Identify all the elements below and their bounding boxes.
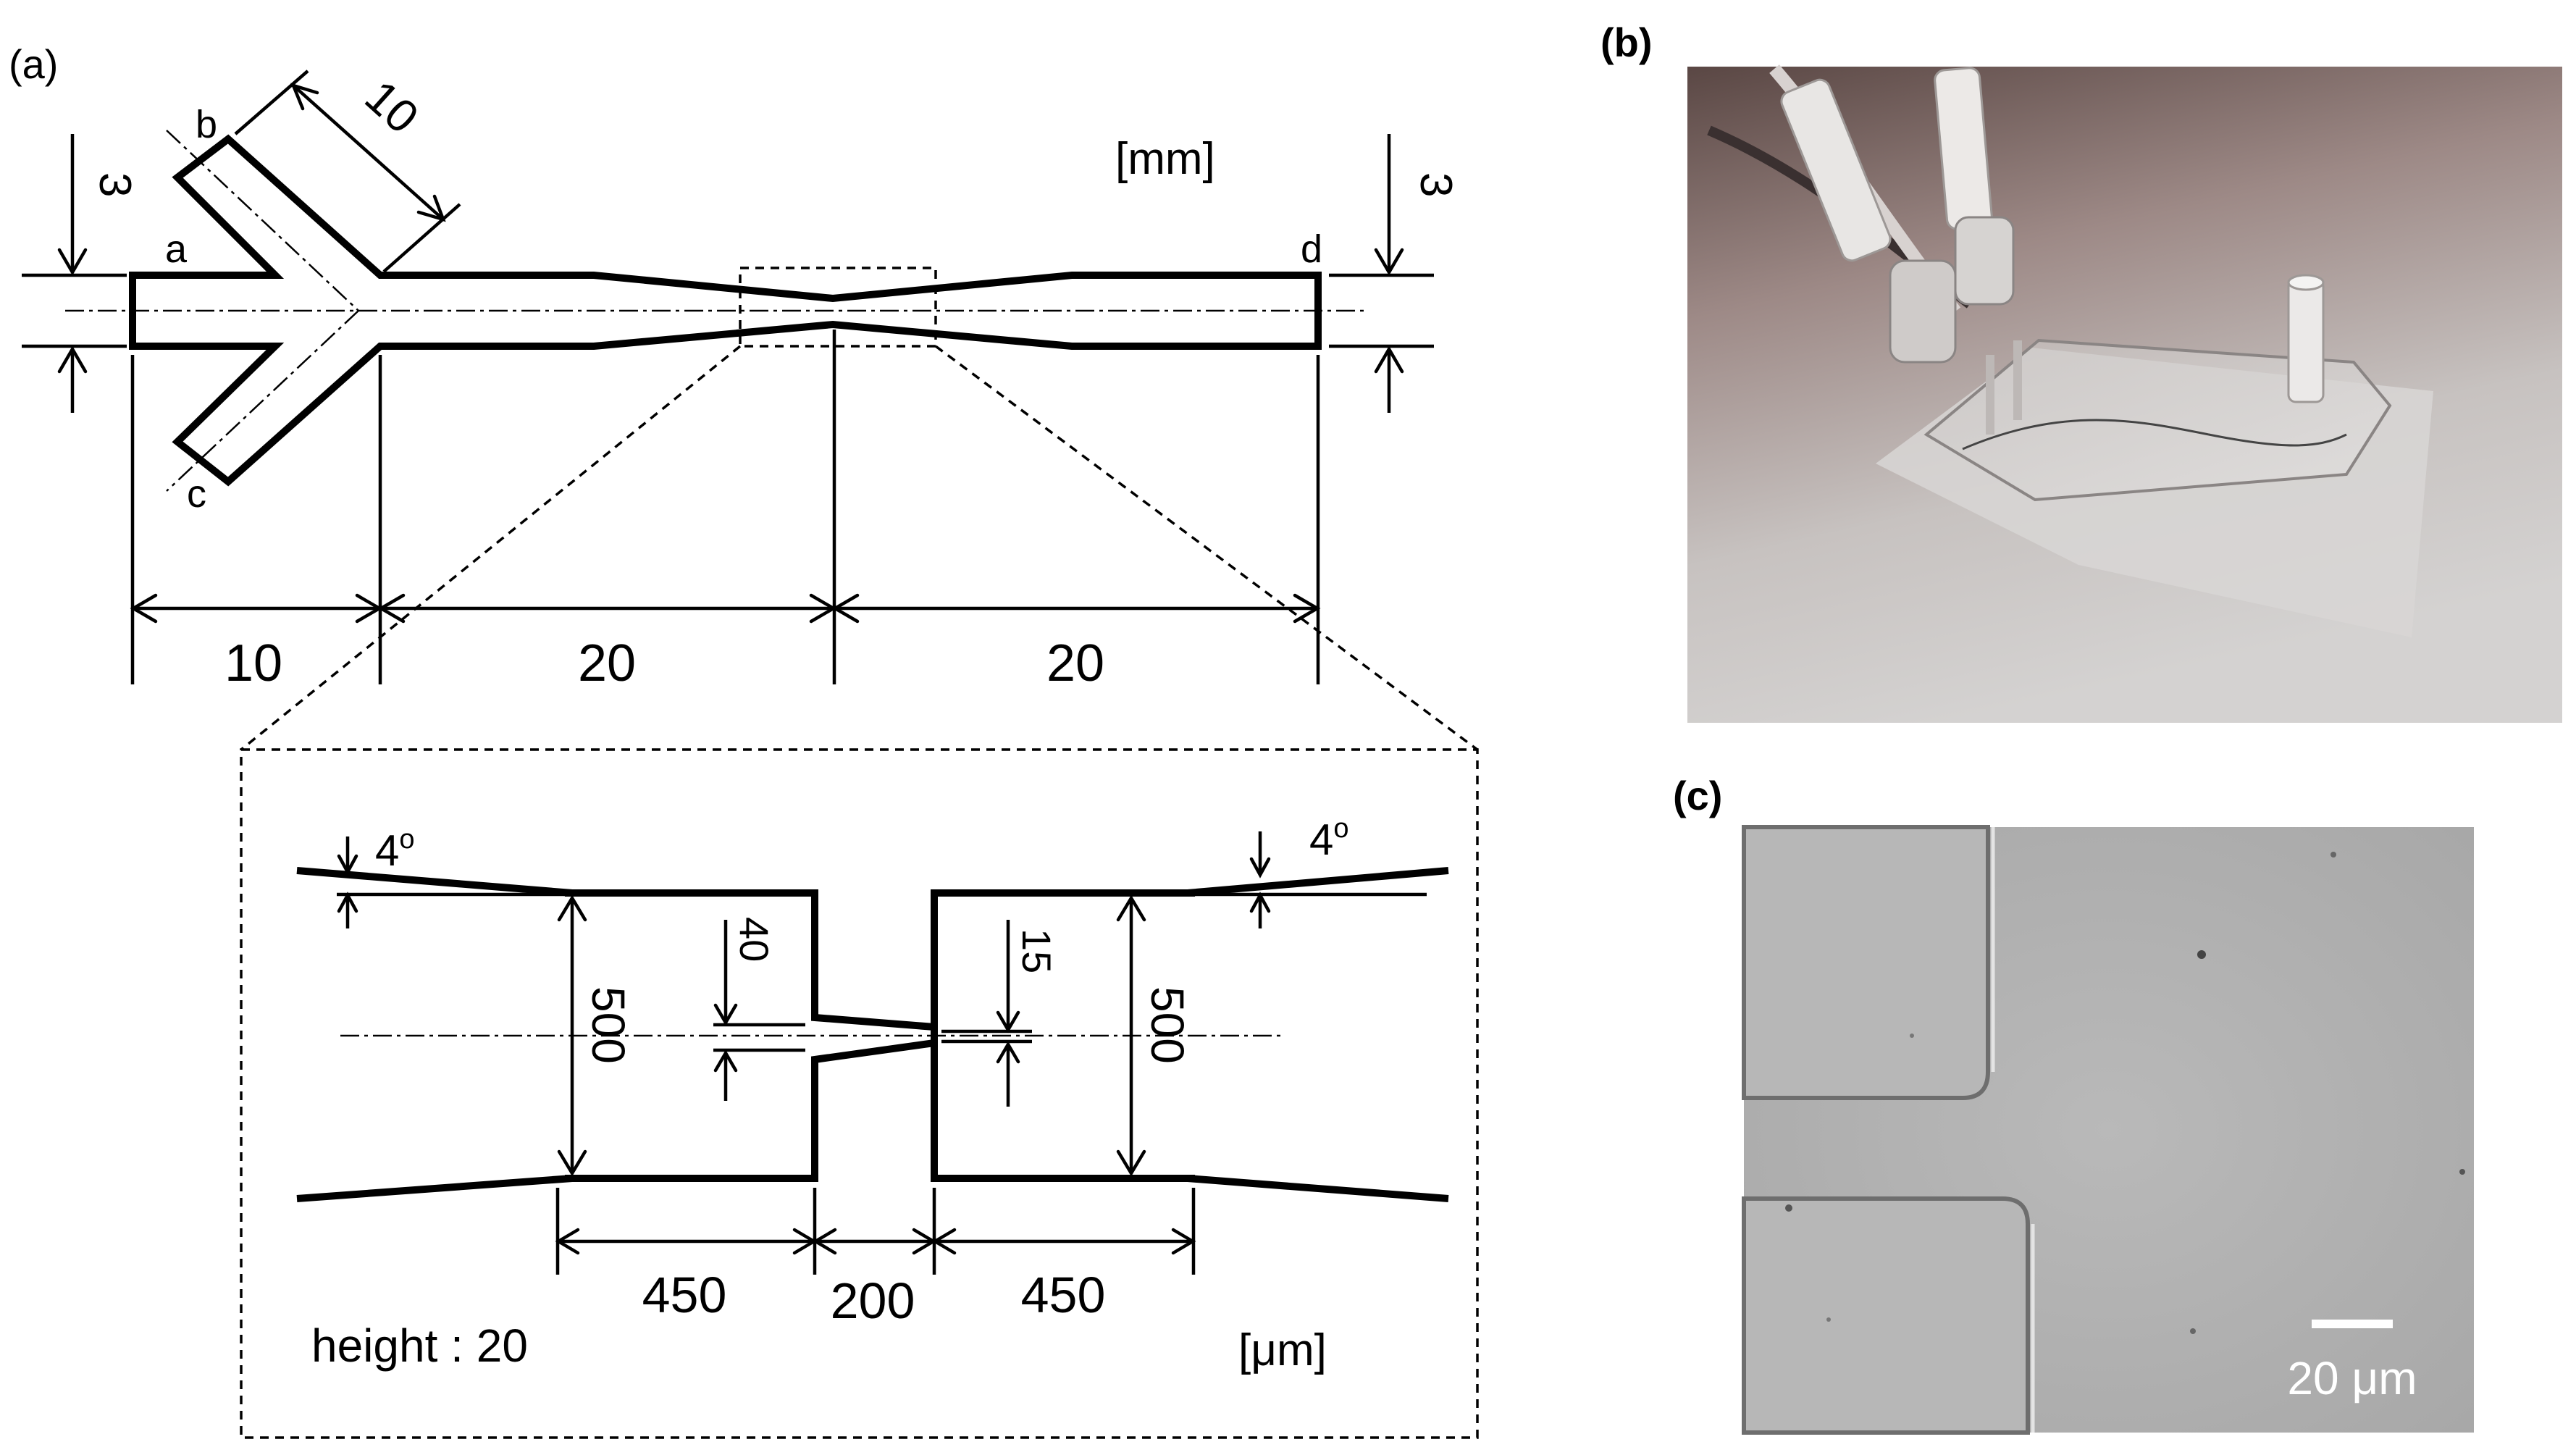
device-photo	[1687, 64, 2562, 723]
detail-channel	[296, 867, 1449, 1202]
zoom-region-box	[739, 267, 937, 348]
detail-constriction-out: 15	[941, 920, 1060, 1107]
dim-inlet-right-value: 3	[1411, 172, 1461, 197]
panel-a-label: (a)	[9, 41, 58, 87]
scale-bar	[2312, 1320, 2393, 1328]
micrograph: 20 μm	[1742, 825, 2474, 1435]
panel-a: (a) a b c d [mm] 3	[9, 41, 1479, 1439]
point-c-label: c	[187, 472, 206, 516]
panel-b: (b)	[1600, 20, 2562, 723]
dim-segment-3-value: 20	[1046, 634, 1104, 692]
centerline-branch-c	[166, 310, 359, 492]
detail-width-left-value: 500	[582, 986, 634, 1064]
point-d-label: d	[1301, 227, 1322, 271]
dim-segment-1-value: 10	[225, 634, 282, 692]
detail-width-right-value: 500	[1141, 986, 1193, 1064]
detail-len-mid-value: 200	[831, 1272, 915, 1329]
dim-inlet-right: 3	[1329, 134, 1461, 413]
detail-box	[240, 748, 1479, 1439]
panel-c: (c) 20 μm	[1673, 773, 2474, 1435]
detail-len-right-value: 450	[1021, 1267, 1106, 1323]
dim-segment-2-value: 20	[578, 634, 636, 692]
zoom-projection-left	[240, 345, 742, 751]
detail-width-right: 500	[1116, 894, 1193, 1177]
point-b-label: b	[196, 103, 217, 146]
dim-branch-length-value: 10	[356, 70, 429, 143]
zoom-projection-right	[934, 345, 1479, 751]
point-a-label: a	[165, 227, 188, 271]
panel-b-label: (b)	[1600, 20, 1653, 65]
detail-angle-right-value: 4o	[1309, 813, 1349, 864]
detail-unit-um: [μm]	[1238, 1325, 1327, 1375]
detail-width-left: 500	[557, 894, 634, 1177]
detail-lengths: 450 200 450	[555, 1188, 1196, 1329]
dim-inlet-left-value: 3	[90, 172, 140, 197]
scale-bar-label: 20 μm	[2287, 1352, 2417, 1404]
detail-angle-left: 4o	[337, 824, 565, 928]
unit-mm-label: [mm]	[1115, 134, 1215, 184]
detail-constriction-in-value: 40	[731, 917, 777, 962]
detail-len-left-value: 450	[642, 1267, 727, 1323]
dim-inlet-left: 3	[22, 134, 140, 413]
detail-constriction-out-value: 15	[1014, 928, 1060, 973]
detail-height-note: height : 20	[311, 1320, 528, 1372]
dim-lengths: 10 20 20	[130, 330, 1321, 692]
centerline-branch-b	[166, 130, 359, 311]
detail-angle-right: 4o	[1195, 813, 1427, 928]
panel-c-label: (c)	[1673, 773, 1722, 818]
detail-constriction-in: 40	[713, 917, 805, 1101]
detail-angle-left-value: 4o	[375, 824, 415, 875]
channel-outline	[129, 134, 1322, 487]
